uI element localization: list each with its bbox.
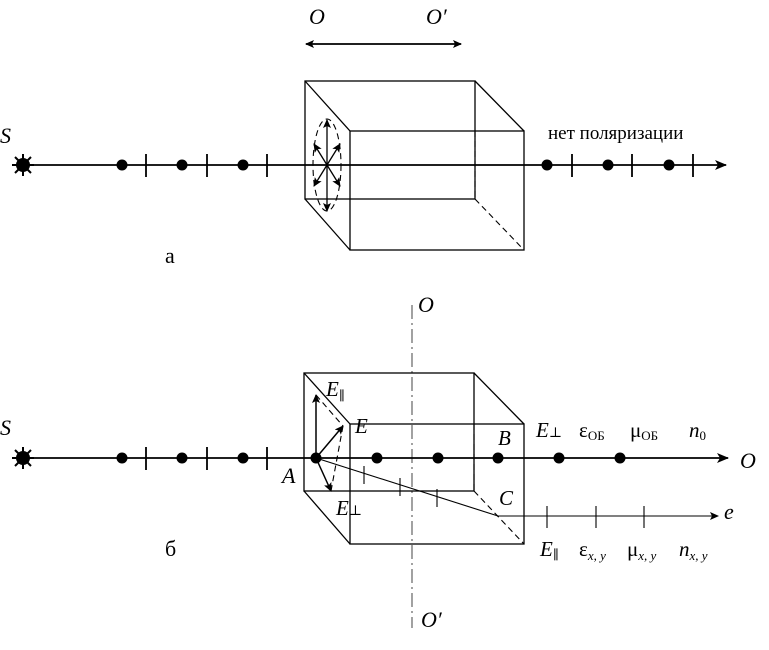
part-a: O O′ S: [0, 4, 727, 268]
ordinary-ray-label: O: [740, 448, 756, 473]
extraordinary-ray-label: e: [724, 499, 734, 524]
extraordinary-ray-ticks-inside: [363, 466, 438, 507]
extraordinary-ray-ticks: [546, 506, 645, 528]
axis-o-label-a: O: [309, 4, 325, 29]
ordinary-n-label: n0: [689, 418, 706, 443]
axis-o-prime-label-a: O′: [426, 4, 448, 29]
ordinary-ray-parameters: E⊥ εОБ μОБ n0: [535, 418, 706, 443]
source-label-a: S: [0, 123, 11, 148]
extraordinary-eps-label: εx, y: [579, 537, 606, 563]
point-c-label: C: [499, 486, 514, 510]
optic-axis-bottom-label: O′: [421, 607, 443, 632]
extraordinary-ray-refracted: [315, 457, 499, 517]
ordinary-e-perp-label: E⊥: [535, 418, 562, 442]
ordinary-mu-label: μОБ: [630, 418, 658, 443]
point-a-label: A: [280, 463, 296, 488]
source-star-icon: [12, 154, 34, 176]
crystal-box-a: [304, 80, 525, 251]
e-label: E: [354, 414, 368, 438]
part-b-label: б: [165, 536, 176, 561]
source-label-b: S: [0, 415, 11, 440]
point-b-label: B: [498, 426, 511, 450]
optic-axis-top-label: O: [418, 292, 434, 317]
extraordinary-e-parallel-label: E∥: [539, 537, 559, 562]
ordinary-eps-label: εОБ: [579, 418, 605, 443]
incoming-polarization-marks-a: [116, 154, 268, 177]
extraordinary-ray-parameters: E∥ εx, y μx, y nx, y: [539, 537, 708, 563]
polarization-ellipse-icon: [312, 118, 342, 212]
extraordinary-n-label: nx, y: [679, 537, 708, 563]
e-parallel-label: E∥: [325, 377, 345, 403]
no-polarization-label: нет поляризации: [548, 123, 683, 144]
field-vectors-icon: [312, 394, 344, 492]
extraordinary-mu-label: μx, y: [627, 537, 657, 563]
part-b: O O′ S O: [0, 292, 756, 632]
ordinary-ray-marks: [371, 452, 626, 464]
part-a-label: а: [165, 243, 175, 268]
e-perp-label: E⊥: [335, 496, 362, 520]
outgoing-polarization-marks-a: [541, 154, 694, 177]
incoming-polarization-marks-b: [116, 447, 268, 470]
source-star-icon-b: [12, 447, 34, 469]
